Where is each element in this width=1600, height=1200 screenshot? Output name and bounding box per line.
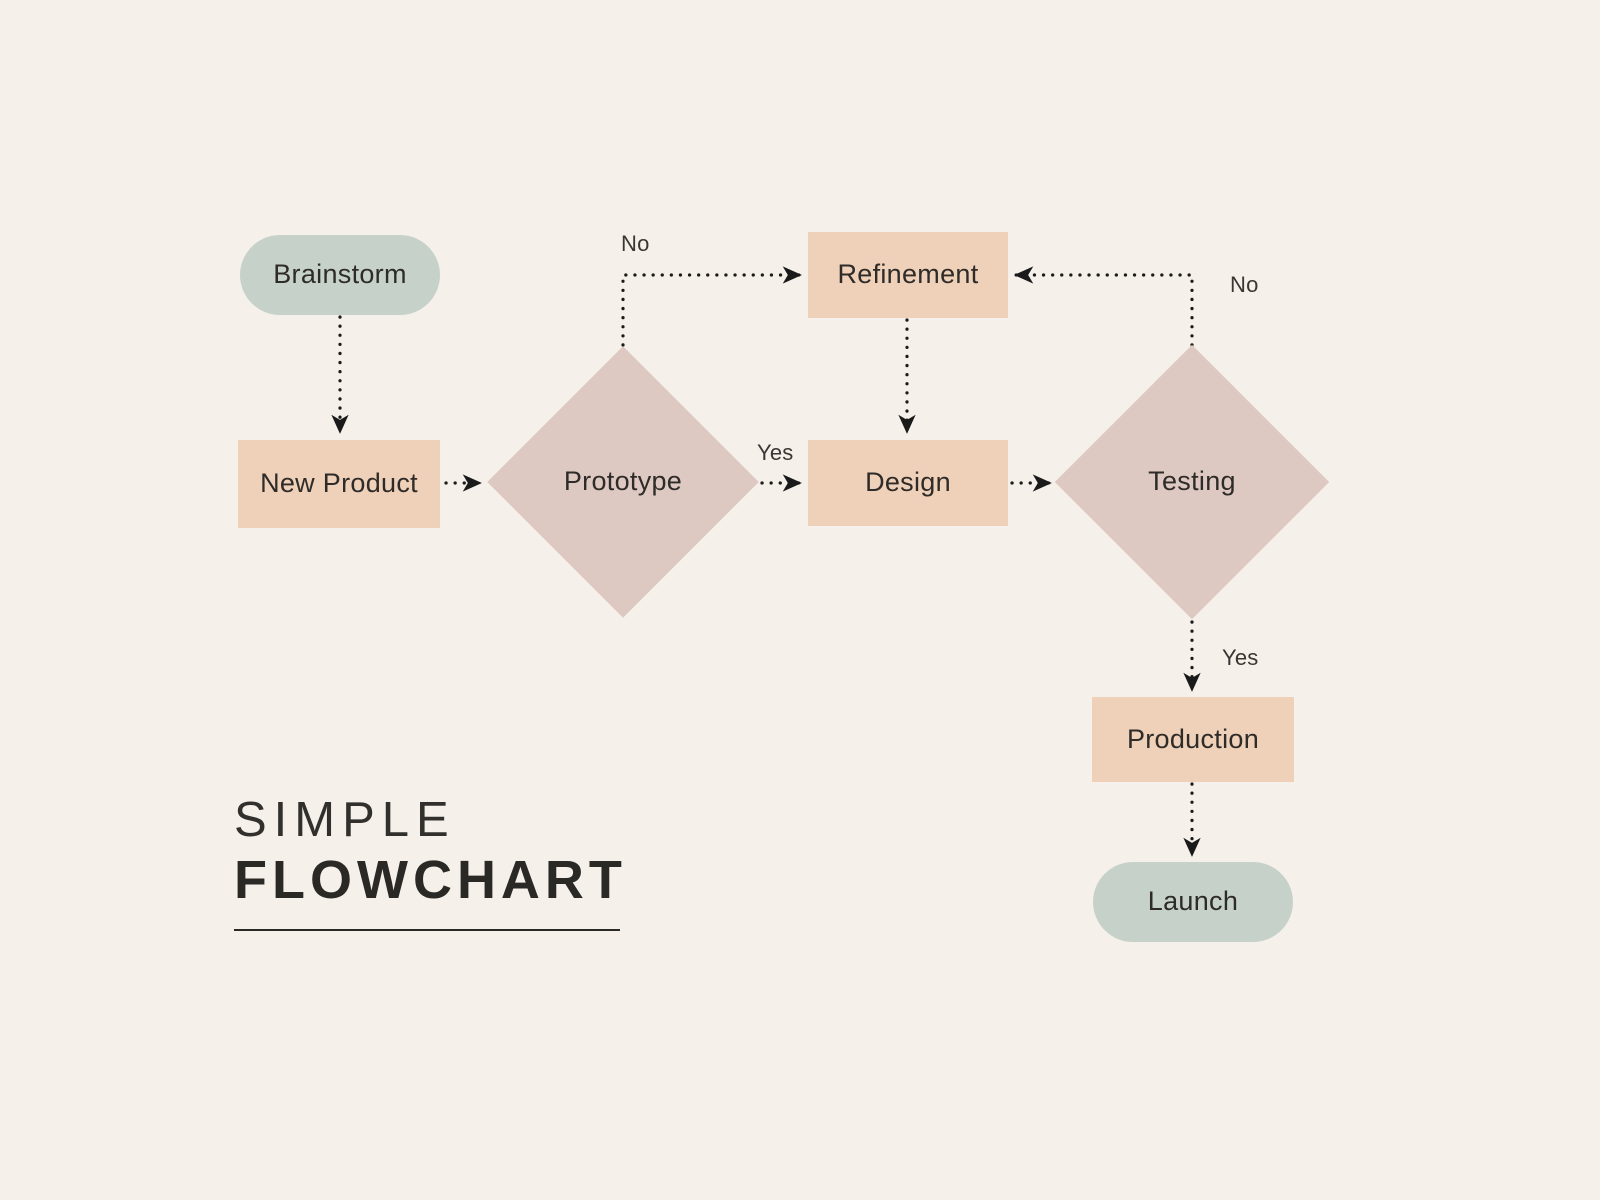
node-production[interactable]: Production <box>1092 697 1294 782</box>
node-label-design: Design <box>865 467 951 498</box>
node-label-testing: Testing <box>1148 466 1236 497</box>
title-line-flowchart: FLOWCHART <box>234 850 627 911</box>
edge-label-prototype-no: No <box>621 231 650 256</box>
node-brainstorm[interactable]: Brainstorm <box>240 235 440 315</box>
node-label-launch: Launch <box>1147 886 1239 917</box>
node-new-product[interactable]: New Product <box>238 440 440 528</box>
node-prototype[interactable]: Prototype <box>487 346 759 618</box>
edge-prototype-to-refinement <box>621 266 802 347</box>
node-design[interactable]: Design <box>808 440 1008 526</box>
title-block: SIMPLE FLOWCHART <box>234 793 627 932</box>
node-label-brainstorm: Brainstorm <box>273 259 407 290</box>
edge-label-testing-no: No <box>1230 272 1259 297</box>
node-refinement[interactable]: Refinement <box>808 232 1008 318</box>
node-label-refinement: Refinement <box>837 259 979 290</box>
node-label-prototype: Prototype <box>563 466 683 497</box>
node-label-production: Production <box>1126 723 1260 754</box>
edge-label-prototype-yes: Yes <box>757 440 794 465</box>
node-launch[interactable]: Launch <box>1093 862 1293 942</box>
edge-testing-to-refinement <box>1014 266 1194 347</box>
title-line-simple: SIMPLE <box>234 793 456 847</box>
node-testing[interactable]: Testing <box>1054 344 1330 620</box>
edge-label-testing-yes: Yes <box>1222 645 1259 670</box>
node-label-new-product: New Product <box>260 468 418 499</box>
title-underline <box>234 929 620 932</box>
